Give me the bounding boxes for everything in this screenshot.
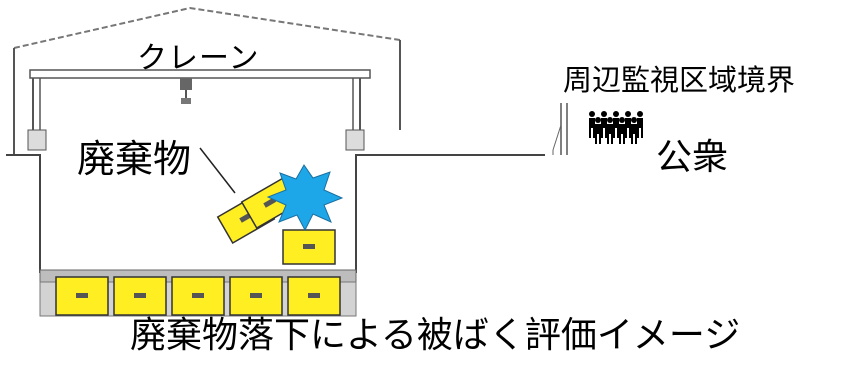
people-group-icon — [589, 111, 643, 144]
building-roof — [13, 6, 401, 49]
waste-package — [229, 276, 283, 316]
floor-packages — [55, 276, 341, 316]
boundary-fence — [552, 103, 568, 155]
waste-package — [55, 276, 109, 316]
crane-label: クレーン — [137, 41, 260, 76]
crane-beam — [29, 69, 371, 79]
waste-package — [287, 276, 341, 316]
waste-label: 廃棄物 — [77, 137, 192, 181]
right-column-cap — [345, 129, 365, 151]
left-column-cap — [27, 129, 47, 151]
waste-package — [171, 276, 225, 316]
public-label: 公衆 — [656, 137, 729, 178]
stacked-package — [282, 229, 336, 265]
waste-pointer-line — [199, 147, 236, 194]
impact-burst-icon — [266, 164, 344, 232]
crane-hook-icon — [180, 78, 192, 104]
waste-package — [113, 276, 167, 316]
boundary-label: 周辺監視区域境界 — [563, 63, 796, 97]
diagram-caption: 廃棄物落下による被ばく評価イメージ — [130, 315, 741, 356]
